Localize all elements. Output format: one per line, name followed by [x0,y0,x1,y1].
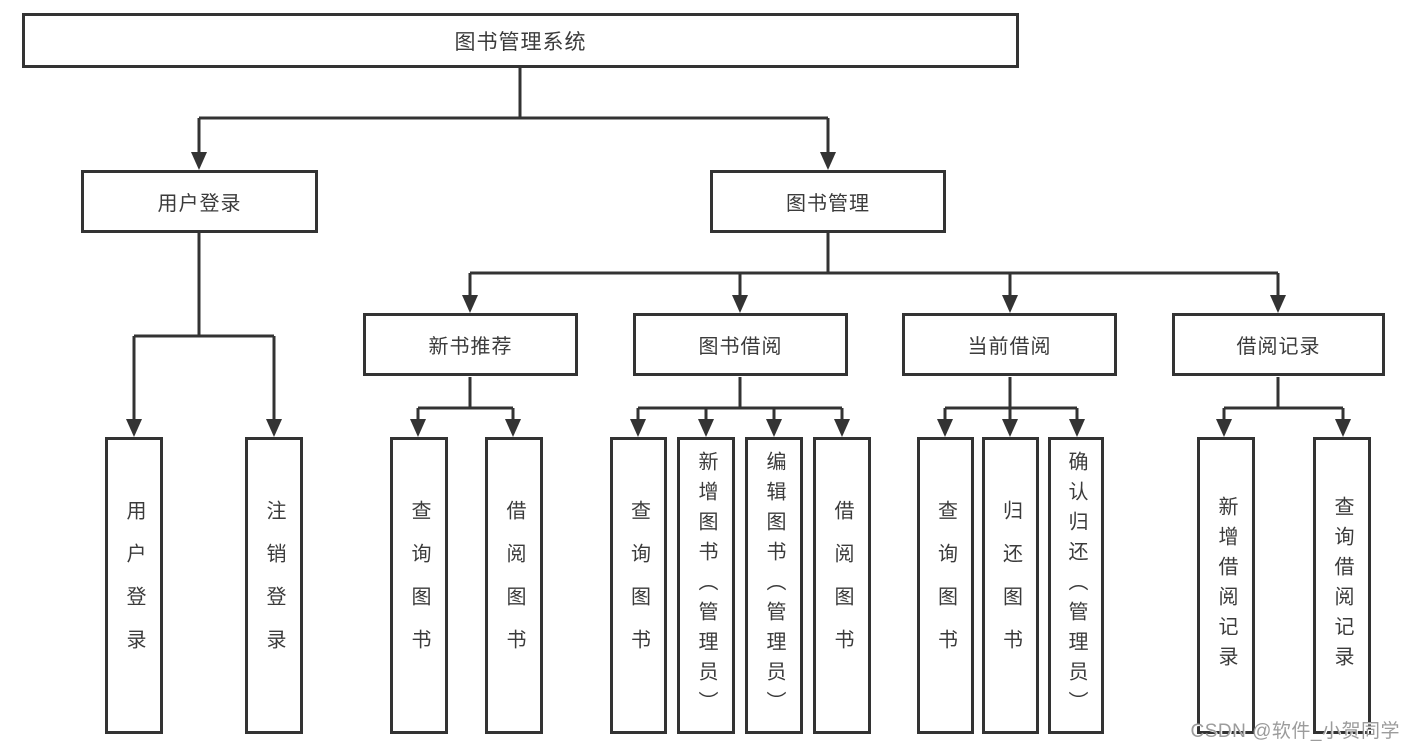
leaf-query-books-borrow: 查询图书 [610,437,667,734]
leaf-label: 查询图书 [627,499,650,672]
leaf-label: 借阅图书 [831,499,853,672]
node-book-management-system: 图书管理系统 [22,13,1019,68]
node-book-borrow: 图书借阅 [633,313,848,376]
leaf-edit-books-admin: 编辑图书（管理员） [745,437,803,734]
node-user-login: 用户登录 [81,170,318,233]
leaf-label: 新增借阅记录 [1215,495,1237,676]
leaf-label: 借阅图书 [503,499,525,672]
leaf-return-books: 归还图书 [982,437,1039,734]
leaf-label: 确认归还（管理员） [1065,450,1087,721]
node-book-management: 图书管理 [710,170,946,233]
leaf-label: 归还图书 [999,499,1022,672]
leaf-label: 查询图书 [408,499,430,672]
leaf-label: 查询借阅记录 [1331,495,1353,676]
leaf-logout: 注销登录 [245,437,303,734]
leaf-label: 注销登录 [263,499,285,672]
leaf-add-books-admin: 新增图书（管理员） [677,437,735,734]
node-current-borrow: 当前借阅 [902,313,1117,376]
node-borrow-records: 借阅记录 [1172,313,1385,376]
leaf-query-books-current: 查询图书 [917,437,974,734]
leaf-query-borrow-record: 查询借阅记录 [1313,437,1371,734]
leaf-add-borrow-record: 新增借阅记录 [1197,437,1255,734]
leaf-query-books-recommend: 查询图书 [390,437,448,734]
leaf-borrow-books-recommend: 借阅图书 [485,437,543,734]
csdn-watermark: CSDN @软件_小贺同学 [1190,721,1400,742]
leaf-borrow-books: 借阅图书 [813,437,871,734]
leaf-label: 用户登录 [123,499,145,672]
leaf-confirm-return-admin: 确认归还（管理员） [1048,437,1104,734]
leaf-label: 新增图书（管理员） [695,450,717,721]
leaf-label: 编辑图书（管理员） [763,450,785,721]
leaf-label: 查询图书 [934,499,957,672]
leaf-user-login: 用户登录 [105,437,163,734]
node-new-book-recommend: 新书推荐 [363,313,578,376]
